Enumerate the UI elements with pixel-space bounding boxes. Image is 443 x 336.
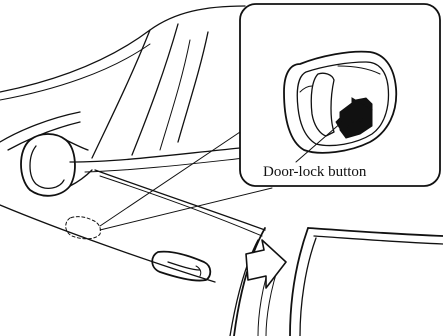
lock-location-marker (66, 217, 101, 239)
car-body (0, 6, 265, 336)
door-lock-button-label: Door-lock button (263, 164, 367, 180)
door-open-arrow-icon (246, 240, 286, 288)
door-handle (152, 252, 210, 281)
side-mirror (21, 134, 92, 196)
opened-door (258, 228, 443, 336)
callout-box: Door-lock button (240, 4, 440, 186)
